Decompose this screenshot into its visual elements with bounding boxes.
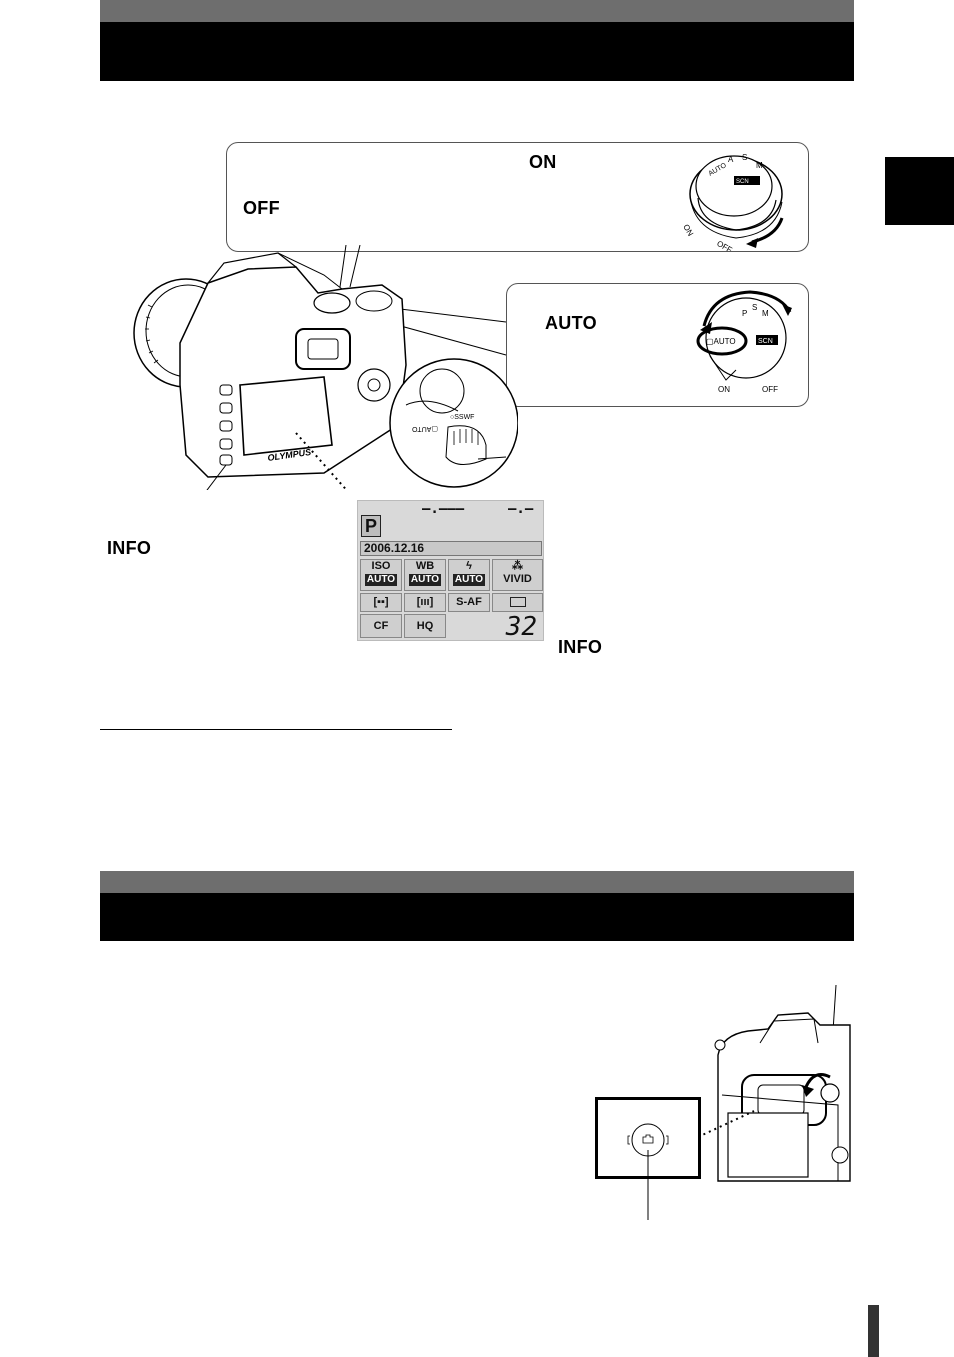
- card-cell: CF: [360, 614, 402, 638]
- af-area-icon: [ııı]: [416, 596, 434, 608]
- viewfinder-pointer-line: [647, 1150, 649, 1220]
- iso-label: ISO: [371, 560, 391, 572]
- remaining-shots: 32: [505, 612, 537, 642]
- af-area-cell: [ııı]: [404, 593, 446, 612]
- svg-text:S: S: [742, 153, 747, 162]
- af-mode-cell: S-AF: [448, 593, 490, 612]
- mode-dial-on-text: ON: [718, 385, 730, 394]
- aperture-display: –.–: [508, 501, 534, 517]
- single-frame-icon: [509, 597, 526, 607]
- section2-header-bar: [100, 893, 854, 941]
- section2-header-band-top: [100, 871, 854, 893]
- dial-off-text: OFF: [715, 239, 733, 252]
- picture-mode-cell: ⁂ VIVID: [492, 559, 543, 591]
- mode-dial-illustration: ▢AUTO SCN P S M ON OFF: [696, 290, 792, 394]
- mode-dial-off-text: OFF: [762, 385, 778, 394]
- wb-cell: WB AUTO: [404, 559, 446, 591]
- info-button-label: INFO: [107, 538, 152, 558]
- svg-text:▢AUTO: ▢AUTO: [706, 337, 736, 346]
- section-header-bar: [100, 22, 854, 81]
- wb-label: WB: [415, 560, 435, 572]
- quality-cell: HQ: [404, 614, 446, 638]
- shutter-speed-display: –.–––: [422, 501, 465, 517]
- metering-cell: [▪▪]: [360, 593, 402, 612]
- shooting-mode-indicator: P: [361, 515, 381, 537]
- svg-text:▢AUTO: ▢AUTO: [412, 425, 438, 432]
- info-panel-label: INFO: [558, 637, 603, 657]
- section-header-band-top: [100, 0, 854, 22]
- date-display: 2006.12.16: [360, 541, 542, 556]
- control-panel-screen: P –.––– –.– 2006.12.16 ISO AUTO WB AUTO …: [357, 500, 544, 641]
- svg-text:○SSWF: ○SSWF: [450, 414, 474, 421]
- note-divider: [100, 729, 452, 731]
- flash-value: AUTO: [452, 574, 486, 586]
- flash-cell: ϟ AUTO: [448, 559, 490, 591]
- svg-text:M: M: [756, 161, 763, 170]
- svg-text:S: S: [752, 303, 757, 312]
- svg-text:SCN: SCN: [758, 338, 773, 345]
- iso-value: AUTO: [364, 574, 398, 586]
- flash-icon: ϟ: [466, 560, 472, 572]
- svg-text:P: P: [742, 309, 747, 318]
- camera-illustration: OLYMPUS ○SSWF ▢AUTO: [133, 245, 518, 490]
- svg-text:M: M: [762, 309, 769, 318]
- svg-text:SCN: SCN: [736, 179, 749, 185]
- auto-label: AUTO: [545, 313, 597, 333]
- picture-mode-icon: ⁂: [512, 560, 523, 572]
- diopter-camera-illustration: [698, 985, 851, 1182]
- card-type: CF: [373, 620, 389, 632]
- af-mode-value: S-AF: [456, 596, 482, 608]
- chapter-tab: [885, 157, 954, 225]
- metering-icon: [▪▪]: [373, 596, 389, 608]
- page-edge-marker: [868, 1305, 879, 1357]
- dial-on-text: ON: [681, 223, 695, 238]
- wb-value: AUTO: [408, 574, 442, 586]
- drive-mode-cell: [492, 593, 543, 612]
- off-label: OFF: [243, 198, 280, 218]
- record-quality: HQ: [416, 620, 434, 632]
- on-label: ON: [529, 152, 557, 172]
- iso-cell: ISO AUTO: [360, 559, 402, 591]
- power-dial-illustration: SCN AUTO A S M ON OFF: [681, 153, 784, 252]
- svg-text:A: A: [728, 155, 734, 164]
- picture-mode-value: VIVID: [503, 573, 532, 585]
